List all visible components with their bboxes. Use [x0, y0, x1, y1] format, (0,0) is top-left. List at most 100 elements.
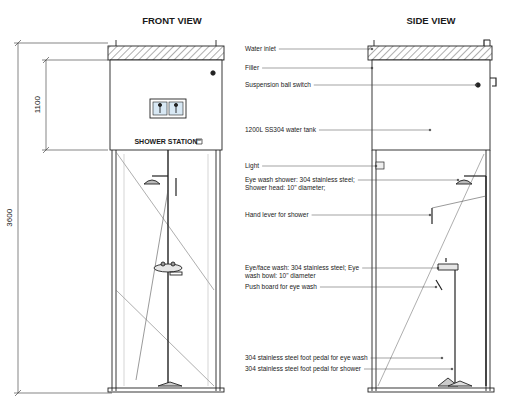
front-view-part — [108, 388, 224, 392]
side-view-part — [476, 83, 480, 87]
view-heading: SIDE VIEW — [406, 15, 455, 26]
leader-dot — [429, 214, 431, 216]
dimension-lines-part — [42, 150, 108, 151]
callout-text: 1200L SS304 water tank — [245, 126, 316, 134]
side-view-part — [376, 150, 377, 391]
front-view-part — [175, 178, 176, 196]
dimension-lines-part — [18, 43, 19, 393]
side-view-part — [432, 196, 486, 208]
side-view-part — [378, 154, 484, 386]
side-view-part — [368, 388, 494, 392]
leader-dot — [371, 67, 373, 69]
side-view-part — [490, 78, 496, 86]
leader-line — [362, 268, 438, 269]
leader-dot — [429, 129, 431, 131]
front-view-part — [144, 180, 160, 184]
front-view-part — [171, 262, 175, 266]
leader-dot — [375, 165, 377, 167]
front-view-part — [116, 40, 117, 46]
side-view-part — [431, 208, 432, 224]
front-view-part — [116, 290, 214, 386]
front-view-part — [161, 262, 165, 266]
front-view-part — [158, 382, 182, 386]
leader-dot — [435, 286, 437, 288]
dimension-lines-part — [14, 393, 112, 394]
front-view-part — [116, 150, 117, 391]
view-heading: FRONT VIEW — [142, 15, 202, 26]
leader-line — [262, 166, 376, 167]
leader-dot — [457, 179, 459, 181]
front-view-part — [124, 154, 125, 386]
front-view-part — [169, 102, 183, 115]
side-view-part — [485, 176, 486, 386]
front-view-part — [160, 107, 161, 113]
leader-dot — [441, 357, 443, 359]
front-view-part — [197, 139, 201, 141]
side-view-part — [456, 180, 472, 184]
side-view-part — [490, 40, 491, 46]
dimension-lines-part — [15, 40, 21, 46]
side-view — [368, 40, 496, 392]
leader-dot — [475, 84, 477, 86]
dimension-lines-part — [14, 43, 108, 44]
callout-text: 304 stainless steel foot pedal for eye w… — [245, 354, 368, 362]
side-view-part — [464, 175, 486, 176]
side-view-part — [448, 381, 472, 386]
front-view-part — [108, 46, 224, 60]
dimension-lines-part — [43, 57, 49, 63]
callout-text: Water inlet — [245, 45, 276, 53]
side-view-part — [372, 150, 373, 391]
front-view-part — [153, 102, 167, 115]
dimension-text: 3600 — [5, 209, 15, 227]
side-view-part — [376, 162, 384, 169]
front-view-part — [176, 107, 177, 113]
front-view-part — [211, 71, 215, 75]
front-view-part — [110, 60, 222, 150]
dimension-lines-part — [46, 60, 47, 150]
leader-line — [319, 130, 430, 131]
leader-line — [320, 287, 436, 288]
front-view-part — [150, 99, 186, 118]
front-view-part — [158, 103, 161, 106]
side-view-part — [486, 150, 487, 391]
front-view-part — [216, 40, 217, 46]
front-view-part — [208, 154, 209, 386]
callout-text: Light — [245, 162, 259, 170]
front-view-part — [136, 190, 168, 380]
side-view-part — [436, 280, 442, 290]
dimension-lines-part — [15, 390, 21, 396]
callout-text: Eye wash shower: 304 stainless steel; Sh… — [245, 176, 373, 192]
dimension-lines — [14, 40, 112, 396]
callout-text: Hand lever for shower — [245, 211, 309, 219]
leader-dot — [437, 267, 439, 269]
side-view-part — [484, 40, 490, 46]
panel-title: SHOWER STATION — [134, 138, 197, 147]
callout-text: Push board for eye wash — [245, 283, 317, 291]
callout-text: 304 stainless steel foot pedal for showe… — [245, 365, 361, 373]
front-view-part — [116, 152, 214, 290]
leader-line — [312, 215, 430, 216]
leader-line — [364, 369, 452, 370]
leader-line — [279, 49, 372, 50]
leader-lines — [262, 48, 477, 370]
side-view-part — [372, 60, 490, 150]
leader-line — [314, 85, 476, 86]
dimension-lines-part — [42, 60, 108, 61]
side-view-part — [490, 150, 491, 391]
side-view-part — [438, 264, 458, 270]
front-view-part — [174, 103, 177, 106]
front-view-part — [216, 150, 217, 391]
callout-text: Filler — [245, 64, 259, 72]
front-view-part — [170, 272, 182, 275]
leader-dot — [371, 48, 373, 50]
callout-text: Suspension ball switch — [245, 81, 311, 89]
leader-line — [262, 68, 372, 69]
side-view-part — [454, 270, 455, 384]
leader-line — [371, 358, 443, 359]
side-view-part — [445, 258, 446, 262]
side-view-part — [374, 40, 375, 46]
front-view-part — [152, 175, 168, 176]
leader-line — [358, 180, 458, 181]
